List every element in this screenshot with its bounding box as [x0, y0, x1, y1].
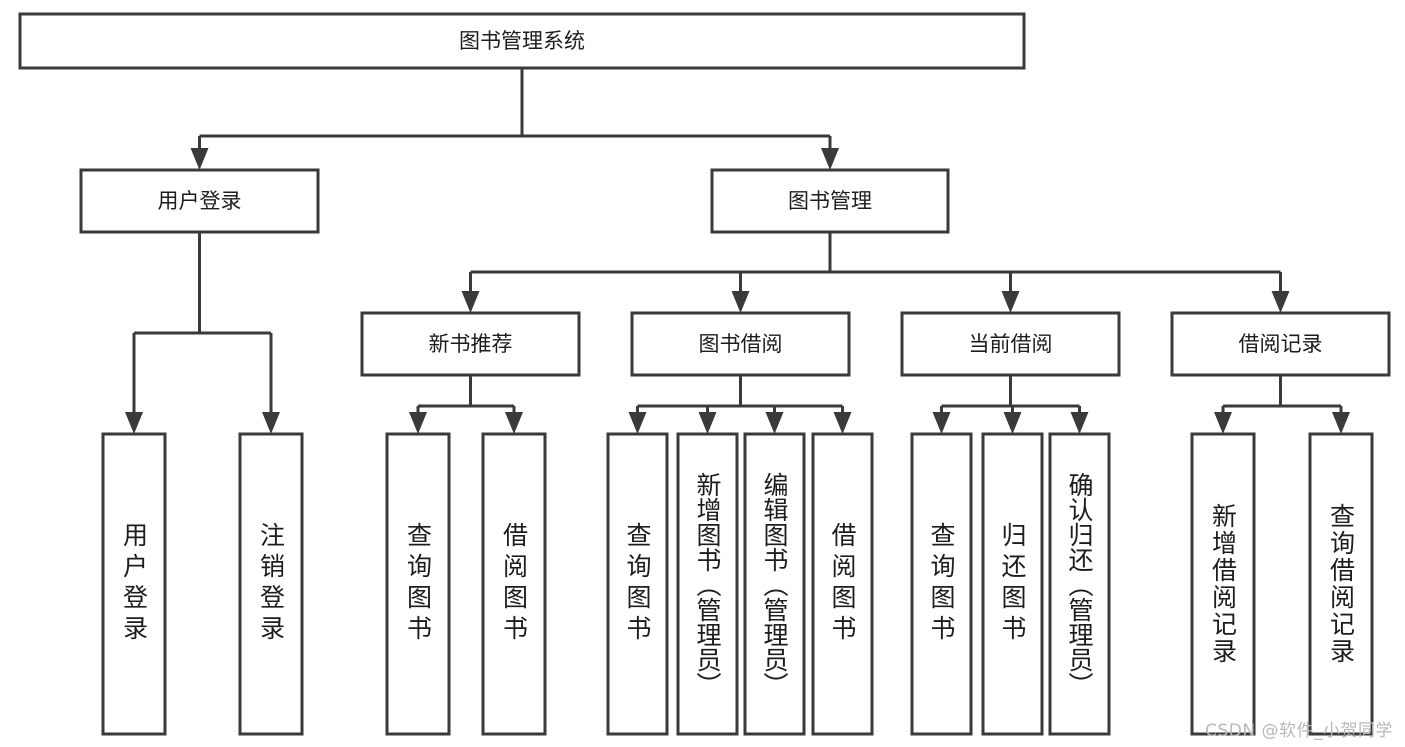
node-box-new-book-recommend[interactable] [360, 311, 581, 377]
node-user-login[interactable]: 用户登录 [79, 168, 320, 234]
arrow-head-icon-leaf-edit-book-admin [765, 412, 784, 434]
node-leaf-return-book[interactable] [981, 432, 1044, 736]
node-borrow-record[interactable]: 借阅记录 [1170, 311, 1391, 377]
node-box-leaf-query-book-current[interactable] [910, 432, 973, 736]
node-leaf-confirm-return-admin[interactable] [1048, 432, 1111, 736]
arrow-head-icon-leaf-query-book-borrow [628, 412, 647, 434]
node-leaf-user-login[interactable] [101, 432, 167, 736]
arrow-head-icon-leaf-borrow-book-rec [505, 412, 523, 434]
node-leaf-add-borrow-record[interactable] [1190, 432, 1256, 736]
node-label-user-login: 用户登录 [158, 189, 242, 213]
arrow-head-icon-leaf-borrow-book [833, 412, 852, 434]
node-box-leaf-add-book-admin[interactable] [676, 432, 739, 736]
node-box-current-borrow[interactable] [900, 311, 1121, 377]
arrow-head-icon-book-manage [821, 148, 839, 170]
arrow-head-icon-current-borrow [1001, 291, 1020, 313]
node-box-leaf-confirm-return-admin[interactable] [1048, 432, 1111, 736]
node-label-book-borrow: 图书借阅 [699, 332, 783, 356]
node-leaf-query-book-rec[interactable] [385, 432, 451, 736]
node-box-borrow-record[interactable] [1170, 311, 1391, 377]
arrow-head-icon-leaf-user-login [125, 412, 143, 434]
node-root[interactable]: 图书管理系统 [18, 12, 1026, 70]
node-box-book-manage[interactable] [710, 168, 950, 234]
node-box-leaf-user-login[interactable] [101, 432, 167, 736]
node-current-borrow[interactable]: 当前借阅 [900, 311, 1121, 377]
arrow-head-icon-new-book-recommend [461, 291, 480, 313]
node-label-current-borrow: 当前借阅 [969, 332, 1053, 356]
node-box-leaf-query-borrow-record[interactable] [1308, 432, 1374, 736]
arrow-head-icon-leaf-query-book-current [932, 412, 951, 434]
arrow-head-icon-leaf-add-borrow-record [1214, 412, 1232, 434]
node-box-leaf-borrow-book-rec[interactable] [481, 432, 547, 736]
arrow-head-icon-leaf-return-book [1003, 412, 1022, 434]
node-leaf-query-book-borrow[interactable] [606, 432, 669, 736]
arrow-head-icon-book-borrow [731, 291, 750, 313]
node-box-leaf-logout-login[interactable] [238, 432, 304, 736]
node-leaf-borrow-book-rec[interactable] [481, 432, 547, 736]
node-book-manage[interactable]: 图书管理 [710, 168, 950, 234]
node-leaf-query-book-current[interactable] [910, 432, 973, 736]
node-box-user-login[interactable] [79, 168, 320, 234]
arrow-head-icon-leaf-add-book-admin [698, 412, 717, 434]
node-label-new-book-recommend: 新书推荐 [429, 332, 513, 356]
node-leaf-edit-book-admin[interactable] [743, 432, 806, 736]
node-box-leaf-add-borrow-record[interactable] [1190, 432, 1256, 736]
arrow-head-icon-borrow-record [1271, 291, 1290, 313]
arrow-head-icon-user-login [190, 148, 209, 170]
node-leaf-logout-login[interactable] [238, 432, 304, 736]
node-new-book-recommend[interactable]: 新书推荐 [360, 311, 581, 377]
node-box-leaf-return-book[interactable] [981, 432, 1044, 736]
node-label-book-manage: 图书管理 [788, 189, 872, 213]
node-box-leaf-query-book-borrow[interactable] [606, 432, 669, 736]
node-box-leaf-query-book-rec[interactable] [385, 432, 451, 736]
arrow-head-icon-leaf-query-borrow-record [1332, 412, 1350, 434]
node-leaf-borrow-book[interactable] [811, 432, 874, 736]
node-book-borrow[interactable]: 图书借阅 [630, 311, 851, 377]
node-box-book-borrow[interactable] [630, 311, 851, 377]
node-leaf-query-borrow-record[interactable] [1308, 432, 1374, 736]
arrow-head-icon-leaf-logout-login [262, 412, 280, 434]
arrow-head-icon-leaf-confirm-return-admin [1070, 412, 1089, 434]
node-leaf-add-book-admin[interactable] [676, 432, 739, 736]
node-box-leaf-edit-book-admin[interactable] [743, 432, 806, 736]
node-box-root[interactable] [18, 12, 1026, 70]
node-box-leaf-borrow-book[interactable] [811, 432, 874, 736]
node-label-root: 图书管理系统 [459, 29, 585, 53]
arrow-head-icon-leaf-query-book-rec [409, 412, 427, 434]
node-label-borrow-record: 借阅记录 [1239, 332, 1323, 356]
